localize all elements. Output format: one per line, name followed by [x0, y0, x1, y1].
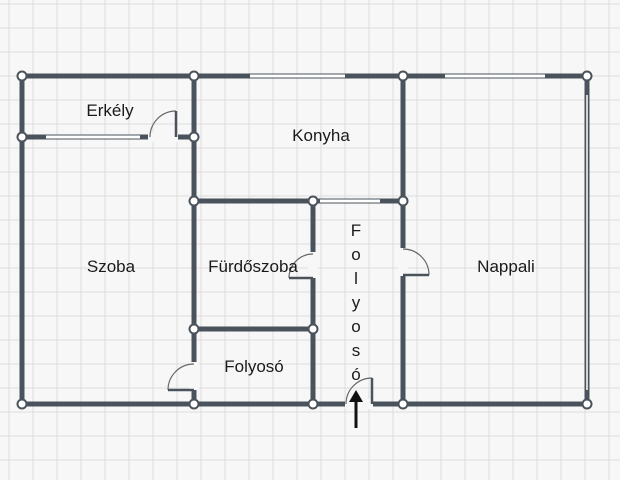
wall-junctions	[16, 70, 593, 410]
door-swing-icon	[167, 362, 199, 392]
room-label-balcony: Erkély	[86, 101, 134, 120]
door-swing-icon	[148, 110, 178, 142]
doors	[148, 110, 430, 409]
room-label-living-room: Nappali	[477, 257, 535, 276]
door-swing-icon	[288, 252, 318, 280]
entrance-arrow-icon	[349, 390, 363, 428]
door-swing-icon	[398, 248, 430, 277]
room-label-bedroom: Szoba	[87, 257, 136, 276]
room-label-hallway-small: Folyosó	[224, 357, 284, 376]
windows	[46, 74, 588, 390]
room-label-bathroom: Fürdőszoba	[208, 257, 298, 276]
room-label-kitchen: Konyha	[292, 126, 350, 145]
door-swing-icon	[345, 377, 374, 409]
